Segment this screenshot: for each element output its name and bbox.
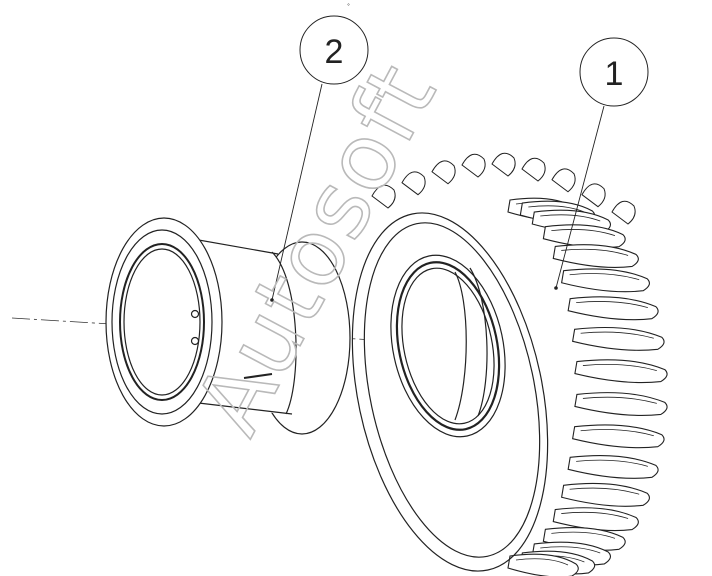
crown-lug — [401, 171, 426, 196]
crown-lug — [461, 153, 486, 178]
callout-2-label: 2 — [325, 33, 344, 71]
tread-lug — [561, 268, 650, 293]
tread-lug-edge — [561, 511, 629, 519]
crown-lug — [431, 160, 456, 185]
tread-lug — [561, 482, 650, 507]
tread-lug-edge — [576, 459, 648, 467]
crown-lug — [581, 183, 606, 208]
tread-lug — [574, 392, 668, 416]
callout-1: 1 — [554, 37, 649, 290]
header-mark: ° — [347, 3, 350, 10]
tread-lug — [572, 424, 665, 449]
tire-tread — [371, 152, 668, 576]
tread-lug-edge — [551, 531, 616, 539]
callout-2: 2 — [270, 15, 369, 302]
tread-lug-edge — [515, 558, 569, 566]
tread-lug-edge — [576, 301, 648, 309]
tread-lug-edge — [569, 487, 640, 495]
tread-lug — [572, 326, 665, 351]
tread-lug-edge — [580, 331, 654, 339]
tread-lug — [552, 244, 639, 268]
tire — [351, 152, 668, 576]
tread-lug — [574, 359, 668, 384]
crown-lug — [491, 152, 516, 177]
crown-lug — [611, 200, 636, 225]
tread-lug-edge — [582, 396, 657, 404]
tread-lug-edge — [582, 363, 657, 371]
tread-lug — [507, 553, 579, 576]
crown-lug — [551, 168, 576, 193]
tread-lug-edge — [569, 273, 640, 281]
tread-lug-edge — [540, 214, 601, 222]
crown-lug — [521, 157, 546, 182]
tread-lug-edge — [528, 205, 585, 213]
rim — [105, 217, 351, 435]
tread-lug-edge — [580, 429, 654, 437]
tread-lug-edge — [540, 546, 601, 554]
tread-lug-edge — [561, 248, 629, 256]
tread-lug — [567, 454, 659, 479]
callout-1-label: 1 — [605, 55, 624, 93]
tread-lug — [567, 296, 659, 321]
tread-lug-edge — [551, 229, 616, 237]
crown-lug — [371, 184, 396, 209]
